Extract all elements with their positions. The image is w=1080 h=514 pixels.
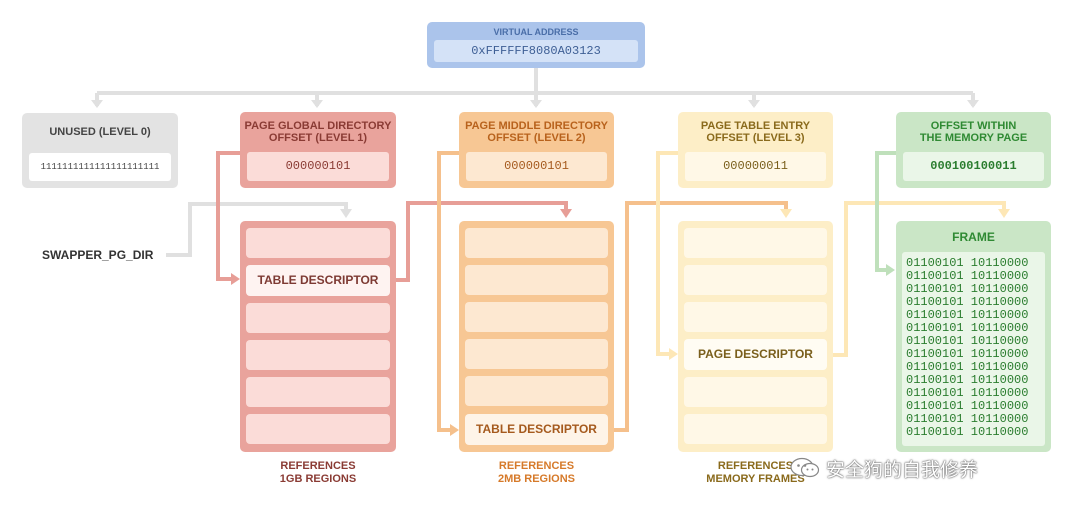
page-offset-box: OFFSET WITHIN THE MEMORY PAGE 0001001000…: [896, 112, 1051, 188]
pgd-offset-value: 000000101: [247, 152, 389, 181]
arrowhead: [450, 424, 459, 436]
level2-caption-line2: 2MB REGIONS: [497, 473, 575, 485]
arrowhead: [669, 348, 678, 360]
frame-byte-row: 01100101 10110000: [906, 373, 1029, 387]
pmd-to-descriptor-connector: [437, 151, 460, 432]
table-entry: [246, 377, 390, 407]
table-entry: [246, 414, 390, 444]
arrowhead: [748, 100, 760, 108]
pmd-offset-value: 000000101: [466, 152, 607, 181]
pte-offset-label-line2: OFFSET (LEVEL 3): [706, 132, 805, 144]
arrowhead: [530, 100, 542, 108]
pte-offset-box: PAGE TABLE ENTRY OFFSET (LEVEL 3) 000000…: [678, 112, 833, 188]
table-entry: [684, 265, 827, 295]
arrowhead: [340, 209, 352, 218]
page-descriptor-label: PAGE DESCRIPTOR: [698, 347, 813, 361]
swapper-pg-dir-label: SWAPPER_PG_DIR: [42, 248, 154, 262]
l3-to-frame-connector: [830, 201, 1006, 357]
frame-byte-row: 01100101 10110000: [906, 412, 1029, 426]
pte-offset-label-line1: PAGE TABLE ENTRY: [700, 120, 811, 132]
level1-caption-line2: 1GB REGIONS: [279, 473, 357, 485]
wechat-logo-icon: [790, 457, 820, 479]
pmd-offset-label-line2: OFFSET (LEVEL 2): [487, 132, 586, 144]
virtual-address-label: VIRTUAL ADDRESS: [493, 27, 579, 37]
table-descriptor-label: TABLE DESCRIPTOR: [476, 422, 597, 436]
pgd-to-descriptor-connector: [216, 151, 240, 281]
table-entry: [246, 303, 390, 333]
table-entry: [684, 377, 827, 407]
pgd-offset-box: PAGE GLOBAL DIRECTORY OFFSET (LEVEL 1) 0…: [240, 112, 396, 188]
frame-byte-row: 01100101 10110000: [906, 321, 1029, 335]
frame-byte-row: 01100101 10110000: [906, 256, 1029, 270]
table-descriptor-label: TABLE DESCRIPTOR: [257, 273, 379, 287]
table-entry: [246, 340, 390, 370]
table-entry: [246, 228, 390, 258]
page-offset-label-line2: THE MEMORY PAGE: [919, 132, 1028, 144]
frame-byte-row: 01100101 10110000: [906, 360, 1029, 374]
pgd-offset-label-line1: PAGE GLOBAL DIRECTORY: [244, 120, 392, 132]
table-entry: [465, 339, 608, 369]
table-entry: [684, 228, 827, 258]
unused-field-value: 1111111111111111111111: [29, 153, 171, 181]
pmd-offset-box: PAGE MIDDLE DIRECTORY OFFSET (LEVEL 2) 0…: [459, 112, 614, 188]
frame-byte-row: 01100101 10110000: [906, 295, 1029, 309]
arrowhead: [998, 209, 1010, 218]
frame-title: FRAME: [952, 230, 995, 244]
offset-to-frame-connector: [875, 151, 896, 272]
pmd-offset-label-line1: PAGE MIDDLE DIRECTORY: [465, 120, 608, 132]
level2-page-table: TABLE DESCRIPTOR: [459, 221, 614, 452]
watermark-text: 安全狗的自我修养: [826, 459, 979, 481]
pte-to-descriptor-connector: [656, 151, 678, 356]
page-offset-label-line1: OFFSET WITHIN: [930, 120, 1017, 132]
arrowhead: [560, 209, 572, 218]
level1-caption-line1: REFERENCES: [280, 460, 356, 472]
frame-byte-row: 01100101 10110000: [906, 399, 1029, 413]
frame-byte-row: 01100101 10110000: [906, 347, 1029, 361]
table-entry: [465, 302, 608, 332]
pgd-offset-label-line2: OFFSET (LEVEL 1): [268, 132, 368, 144]
level3-page-table: PAGE DESCRIPTOR: [678, 221, 833, 452]
l1-to-l2-connector: [395, 201, 568, 282]
table-entry: [465, 376, 608, 406]
pte-offset-value: 000000011: [685, 152, 826, 181]
unused-field-label: UNUSED (LEVEL 0): [49, 126, 151, 138]
frame-byte-row: 01100101 10110000: [906, 282, 1029, 296]
frame-byte-row: 01100101 10110000: [906, 308, 1029, 322]
frame-byte-row: 01100101 10110000: [906, 269, 1029, 283]
arrowhead: [780, 209, 792, 218]
table-entry: [465, 228, 608, 258]
frame-byte-row: 01100101 10110000: [906, 334, 1029, 348]
watermark: 安全狗的自我修养: [790, 453, 1060, 483]
table-descriptor-entry: TABLE DESCRIPTOR: [465, 414, 608, 445]
frame-byte-row: 01100101 10110000: [906, 425, 1029, 439]
level3-caption-line2: MEMORY FRAMES: [706, 473, 805, 485]
unused-field-box: UNUSED (LEVEL 0) 1111111111111111111111: [22, 113, 178, 188]
table-entry: [465, 265, 608, 295]
l2-to-l3-connector: [612, 201, 788, 432]
arrowhead: [311, 100, 323, 108]
swapper-connector: [166, 202, 348, 257]
frame-byte-row: 01100101 10110000: [906, 386, 1029, 400]
virtual-address-value: 0xFFFFFF8080A03123: [434, 40, 638, 62]
level3-caption-line1: REFERENCES: [717, 460, 794, 472]
arrowhead: [91, 100, 103, 108]
arrowhead: [886, 264, 895, 276]
va-tree-connector: [95, 67, 975, 106]
page-descriptor-entry: PAGE DESCRIPTOR: [684, 339, 827, 370]
arrowhead: [967, 100, 979, 108]
table-descriptor-entry: TABLE DESCRIPTOR: [246, 265, 390, 296]
table-entry: [684, 414, 827, 444]
level1-page-table: TABLE DESCRIPTOR: [240, 221, 396, 452]
arrowhead: [231, 273, 240, 285]
virtual-address-box: VIRTUAL ADDRESS 0xFFFFFF8080A03123: [427, 22, 645, 68]
level2-caption-line1: REFERENCES: [498, 460, 575, 472]
table-entry: [684, 302, 827, 332]
page-offset-value: 000100100011: [903, 152, 1044, 181]
